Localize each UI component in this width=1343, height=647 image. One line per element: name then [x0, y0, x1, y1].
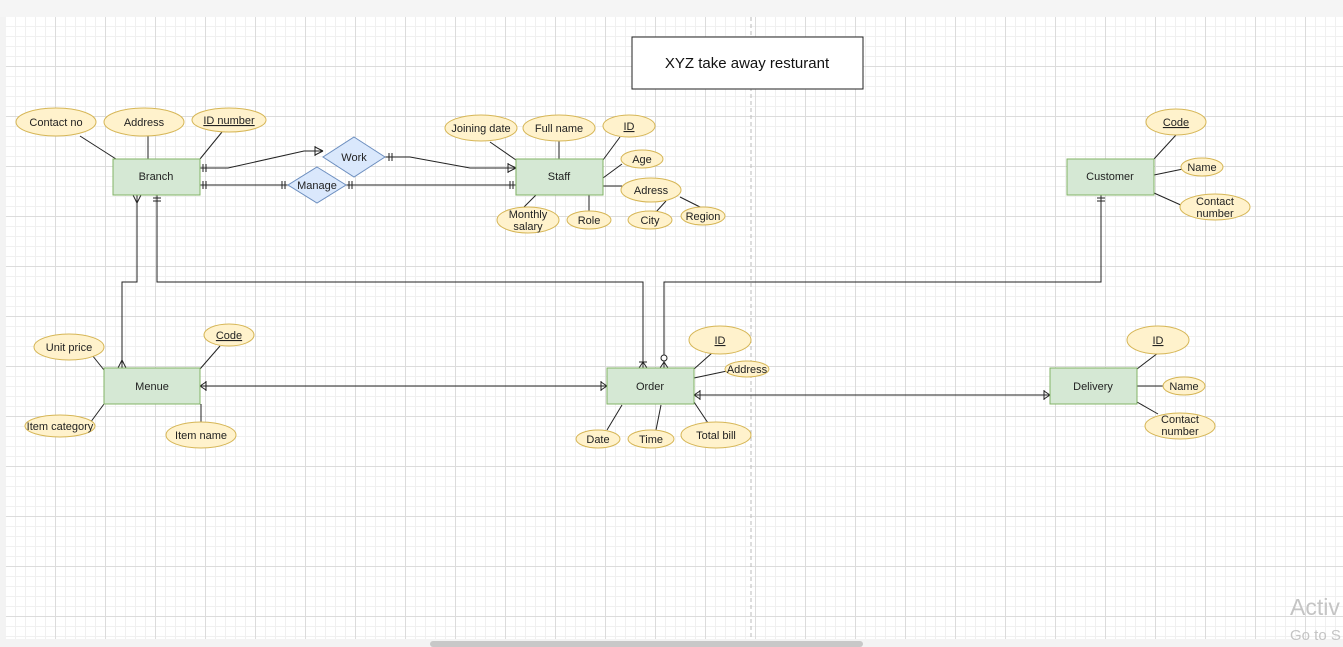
attr-label: Address — [727, 364, 768, 376]
attr-label: Contact — [1196, 196, 1234, 208]
attr-staff-fullname[interactable] — [522, 114, 596, 142]
activation-watermark-line2: Go to S — [1290, 627, 1341, 644]
attr-label: Total bill — [696, 430, 736, 442]
entity-menue[interactable]: Menue — [103, 367, 201, 405]
attr-staff-adress[interactable] — [620, 177, 682, 203]
attr-customer-name[interactable] — [1180, 157, 1224, 177]
attr-label: Unit price — [46, 342, 92, 354]
entity-customer-label: Customer — [1086, 171, 1134, 183]
attr-staff-id[interactable] — [602, 114, 656, 138]
attr-label: Time — [639, 434, 663, 446]
attr-branch-id[interactable] — [191, 107, 267, 133]
attr-menue-unitprice[interactable] — [33, 333, 105, 361]
attr-label: Item name — [175, 430, 227, 442]
entity-delivery[interactable]: Delivery — [1049, 367, 1138, 405]
attr-label: number — [1161, 426, 1199, 438]
attr-order-time[interactable] — [627, 429, 675, 449]
attr-label: Monthly — [509, 209, 548, 221]
attr-staff-role[interactable] — [566, 210, 612, 230]
attr-menue-category[interactable] — [24, 414, 96, 438]
attr-staff-age[interactable] — [620, 149, 664, 169]
entity-order[interactable]: Order — [606, 367, 695, 405]
relationship-work[interactable]: Work — [322, 136, 386, 178]
relationship-manage-label: Manage — [297, 180, 337, 192]
attr-label: Region — [686, 211, 721, 223]
horizontal-scrollbar-thumb[interactable] — [430, 641, 863, 647]
attr-label: Address — [124, 117, 165, 129]
attr-label: City — [641, 215, 660, 227]
attr-label-key: ID — [1153, 335, 1164, 347]
attr-order-id[interactable] — [688, 325, 752, 355]
attr-customer-code[interactable] — [1145, 108, 1207, 136]
attr-label: Name — [1187, 162, 1216, 174]
title-box[interactable] — [631, 36, 864, 90]
attr-label-key: ID — [715, 335, 726, 347]
relationship-work-label: Work — [341, 152, 367, 164]
entity-staff[interactable]: Staff — [515, 158, 604, 196]
attr-menue-code[interactable] — [203, 323, 255, 347]
attr-label: Contact no — [29, 117, 82, 129]
entity-delivery-label: Delivery — [1073, 381, 1113, 393]
attr-order-address[interactable] — [724, 360, 770, 378]
attr-menue-itemname[interactable] — [165, 421, 237, 449]
entity-customer[interactable]: Customer — [1066, 158, 1155, 196]
attr-label: Adress — [634, 185, 669, 197]
attr-label: number — [1196, 208, 1234, 220]
attr-delivery-contact[interactable] — [1144, 412, 1216, 440]
entity-staff-label: Staff — [548, 171, 571, 183]
attr-staff-joining[interactable] — [444, 114, 518, 142]
relationship-manage[interactable]: Manage — [287, 166, 347, 204]
attr-order-date[interactable] — [575, 429, 621, 449]
activation-watermark-line1: Activ — [1290, 594, 1340, 620]
attr-order-totalbill[interactable] — [680, 421, 752, 449]
attr-staff-city[interactable] — [627, 210, 673, 230]
attr-label: Joining date — [451, 123, 510, 135]
attr-label-key: Code — [216, 330, 242, 342]
attr-label-key: Code — [1163, 117, 1189, 129]
attr-label: salary — [513, 221, 543, 233]
diagram-title: XYZ take away resturant — [665, 55, 830, 72]
attr-branch-contact[interactable] — [15, 107, 97, 137]
attr-label: Item category — [27, 421, 94, 433]
attr-staff-salary[interactable] — [496, 206, 560, 234]
attr-customer-contact[interactable] — [1179, 193, 1251, 221]
attr-label-key: ID — [624, 121, 635, 133]
attr-label: Full name — [535, 123, 583, 135]
attr-label: Name — [1169, 381, 1198, 393]
attr-label: Role — [578, 215, 601, 227]
attr-delivery-id[interactable] — [1126, 325, 1190, 355]
connectors — [79, 131, 1184, 431]
attr-label: Age — [632, 154, 652, 166]
cardinality-circle — [660, 354, 668, 362]
entity-branch[interactable]: Branch — [112, 158, 201, 196]
entity-branch-label: Branch — [139, 171, 174, 183]
attr-staff-region[interactable] — [680, 206, 726, 226]
attr-label: Contact — [1161, 414, 1199, 426]
entity-order-label: Order — [636, 381, 664, 393]
attr-label-key: ID number — [203, 115, 255, 127]
entity-menue-label: Menue — [135, 381, 169, 393]
attributes — [15, 107, 1251, 449]
attr-delivery-name[interactable] — [1162, 376, 1206, 396]
attr-branch-address[interactable] — [103, 107, 185, 137]
attr-label: Date — [586, 434, 609, 446]
